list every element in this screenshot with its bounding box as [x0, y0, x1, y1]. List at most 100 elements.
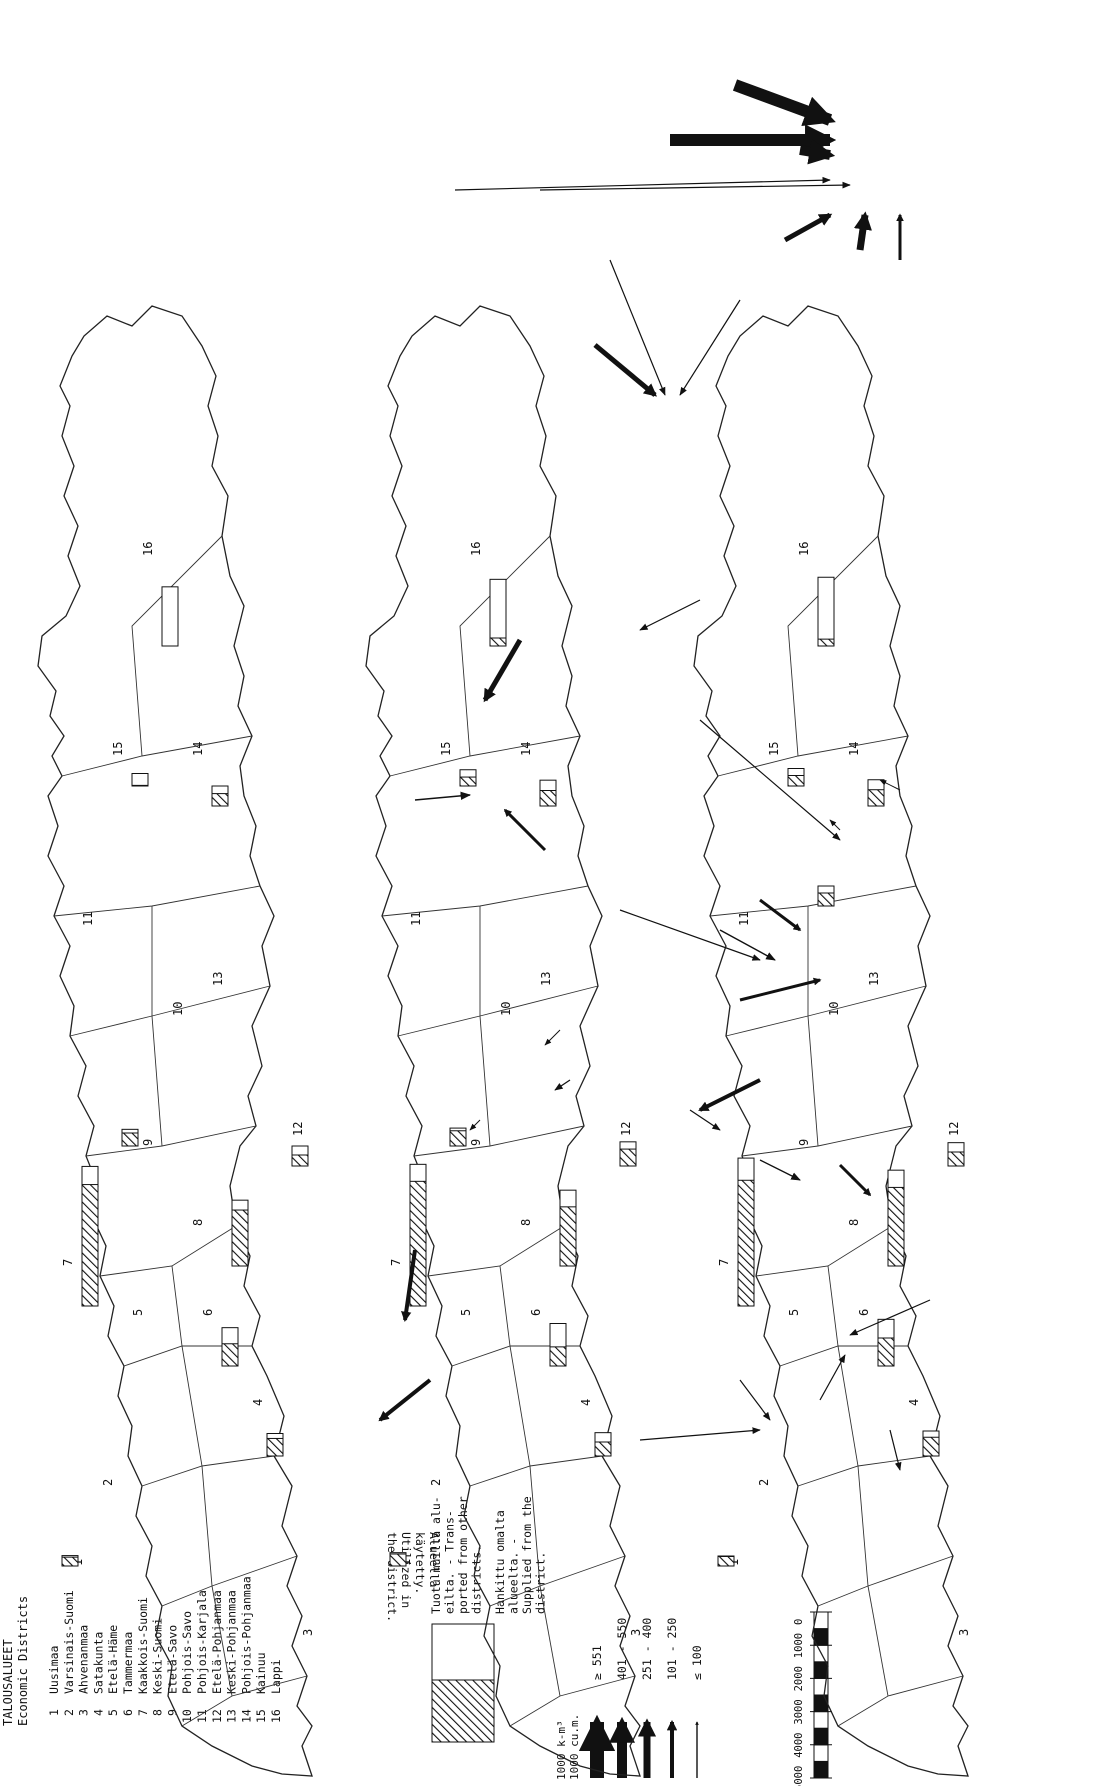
- legend-plain-swatch: [431, 1623, 495, 1681]
- district-number: 3: [77, 1709, 91, 1716]
- district-boundary: [211, 1585, 233, 1697]
- district-bar-hatched: [131, 784, 149, 787]
- district-number: 1: [47, 1709, 61, 1716]
- flow-arrow: [698, 1078, 761, 1112]
- flow-arrow: [699, 719, 841, 841]
- district-label: 14: [191, 742, 205, 756]
- scale-tick-label: 1000: [793, 1633, 805, 1658]
- district-number: 15: [254, 1709, 268, 1723]
- district-number: 9: [165, 1709, 179, 1716]
- district-bar: [817, 576, 835, 647]
- district-bar-hatched: [81, 1184, 99, 1307]
- district-name: Varsinais-Suomi: [62, 1590, 76, 1694]
- legend-title: TALOUSALUEET: [1, 1639, 15, 1726]
- scale-tick-label: 4000: [793, 1733, 805, 1758]
- flow-arrow: [853, 211, 872, 251]
- flow-arrow: [719, 929, 776, 961]
- district-label: 11: [409, 912, 423, 926]
- district-boundary: [469, 1455, 603, 1487]
- flow-arrow: [539, 181, 851, 191]
- district-boundary: [397, 985, 599, 1037]
- district-boundary: [85, 1125, 257, 1157]
- map-a: 12345678910111213141516: [37, 305, 315, 1777]
- district-label: 15: [111, 742, 125, 756]
- district-boundary: [539, 1585, 561, 1697]
- district-bar-hatched: [817, 638, 835, 647]
- legend: TALOUSALUEET Economic Districts 1Uusimaa…: [1, 1576, 283, 1726]
- map-body: 12345678910111213141516: [37, 305, 315, 1777]
- district-bar-hatched: [817, 892, 835, 907]
- scale-segment: [813, 1661, 829, 1679]
- district-boundary: [797, 1455, 931, 1487]
- district-bar: [489, 578, 507, 647]
- district-label: 11: [81, 912, 95, 926]
- legend-hatched-line: Tuotu muilta alu-: [429, 1496, 443, 1614]
- district-label: 13: [539, 972, 553, 986]
- district-bar: [161, 586, 179, 647]
- legend-hatched-swatch: [431, 1679, 495, 1743]
- legend-plain-line: Supplied from the: [520, 1496, 534, 1614]
- flow-arrow: [609, 259, 666, 396]
- district-boundary: [69, 985, 271, 1037]
- district-name: Kaakkois-Suomi: [136, 1597, 150, 1694]
- scale-tick-label: 3000: [793, 1699, 805, 1724]
- district-boundary: [817, 1555, 954, 1607]
- district-bar-hatched: [61, 1556, 79, 1567]
- district-list: 1Uusimaa2Varsinais-Suomi3Ahvenanmaa4Sata…: [47, 1576, 283, 1723]
- district-label: 4: [251, 1399, 265, 1406]
- flow-arrow: [739, 1379, 771, 1421]
- district-boundary: [787, 535, 879, 757]
- district-label: 5: [459, 1309, 473, 1316]
- flow-arrow: [838, 1163, 872, 1197]
- district-bar-hatched: [947, 1151, 965, 1167]
- district-number: 10: [180, 1709, 194, 1723]
- legend-plain-line: alueelta. -: [507, 1538, 521, 1614]
- district-number: 6: [121, 1709, 135, 1716]
- flow-arrow: [378, 1378, 432, 1422]
- district-boundary: [413, 1125, 585, 1157]
- district-boundary: [381, 885, 589, 917]
- district-name: Pohjois-Karjala: [195, 1590, 209, 1694]
- district-label: 7: [389, 1259, 403, 1266]
- flow-arrow: [879, 779, 901, 791]
- district-boundary: [99, 1225, 237, 1277]
- district-label: 3: [957, 1629, 971, 1636]
- district-name: Keski-Pohjanmaa: [225, 1590, 239, 1694]
- district-label: 16: [797, 542, 811, 556]
- district-label: 10: [499, 1002, 513, 1016]
- district-label: 13: [211, 972, 225, 986]
- district-name: Pohjois-Pohjanmaa: [239, 1576, 253, 1694]
- district-label: 2: [101, 1479, 115, 1486]
- flow-arrow: [759, 898, 802, 932]
- district-number: 14: [239, 1709, 253, 1723]
- district-label: 14: [519, 742, 533, 756]
- district-boundary: [479, 906, 491, 1147]
- district-boundary: [837, 1675, 964, 1727]
- district-bar-hatched: [559, 1206, 577, 1267]
- district-label: 6: [857, 1309, 871, 1316]
- scale-segment: [813, 1727, 829, 1746]
- flow-arrow: [732, 79, 836, 127]
- district-label: 6: [201, 1309, 215, 1316]
- district-name: Satakunta: [91, 1632, 105, 1694]
- district-boundary: [53, 885, 261, 917]
- country-outline: [693, 305, 969, 1777]
- flow-arrow: [639, 1427, 761, 1441]
- arrow-class-label: ≥ 551: [590, 1645, 604, 1680]
- flow-arrow: [401, 1249, 417, 1323]
- legend-plain-line: district.: [534, 1552, 548, 1614]
- district-label: 13: [867, 972, 881, 986]
- district-label: 9: [141, 1139, 155, 1146]
- district-bar-hatched: [887, 1186, 905, 1267]
- district-number: 2: [62, 1709, 76, 1716]
- arrow-unit-line: 1000 cu.m.: [568, 1714, 581, 1780]
- flow-arrow: [829, 819, 841, 831]
- district-bar-hatched: [594, 1441, 612, 1457]
- district-label: 3: [629, 1629, 643, 1636]
- map-body: 12345678910111213141516: [365, 305, 643, 1777]
